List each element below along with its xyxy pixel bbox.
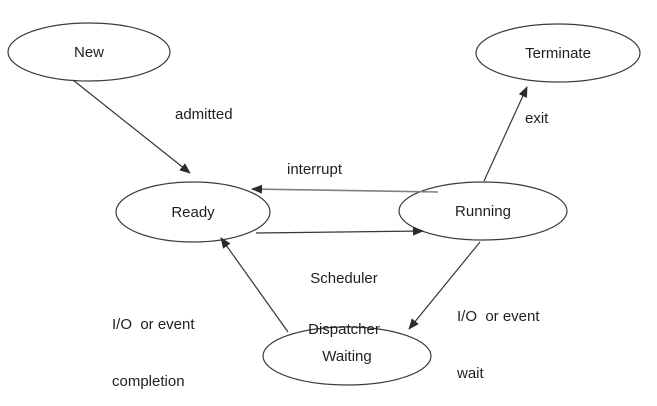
state-ready-ellipse bbox=[115, 181, 271, 243]
state-new-ellipse bbox=[7, 22, 171, 82]
transition-admitted-arrow bbox=[72, 79, 191, 174]
transition-exit-arrow bbox=[483, 86, 528, 182]
state-running-ellipse bbox=[398, 181, 568, 241]
transition-interrupt-arrow bbox=[251, 184, 439, 194]
state-terminate-ellipse bbox=[475, 23, 641, 83]
transition-scheduler-dispatcher-arrow bbox=[255, 226, 424, 236]
transition-io-event-wait-arrow bbox=[408, 241, 481, 330]
state-waiting-ellipse bbox=[262, 326, 432, 386]
transition-io-event-completion-arrow bbox=[220, 237, 289, 333]
